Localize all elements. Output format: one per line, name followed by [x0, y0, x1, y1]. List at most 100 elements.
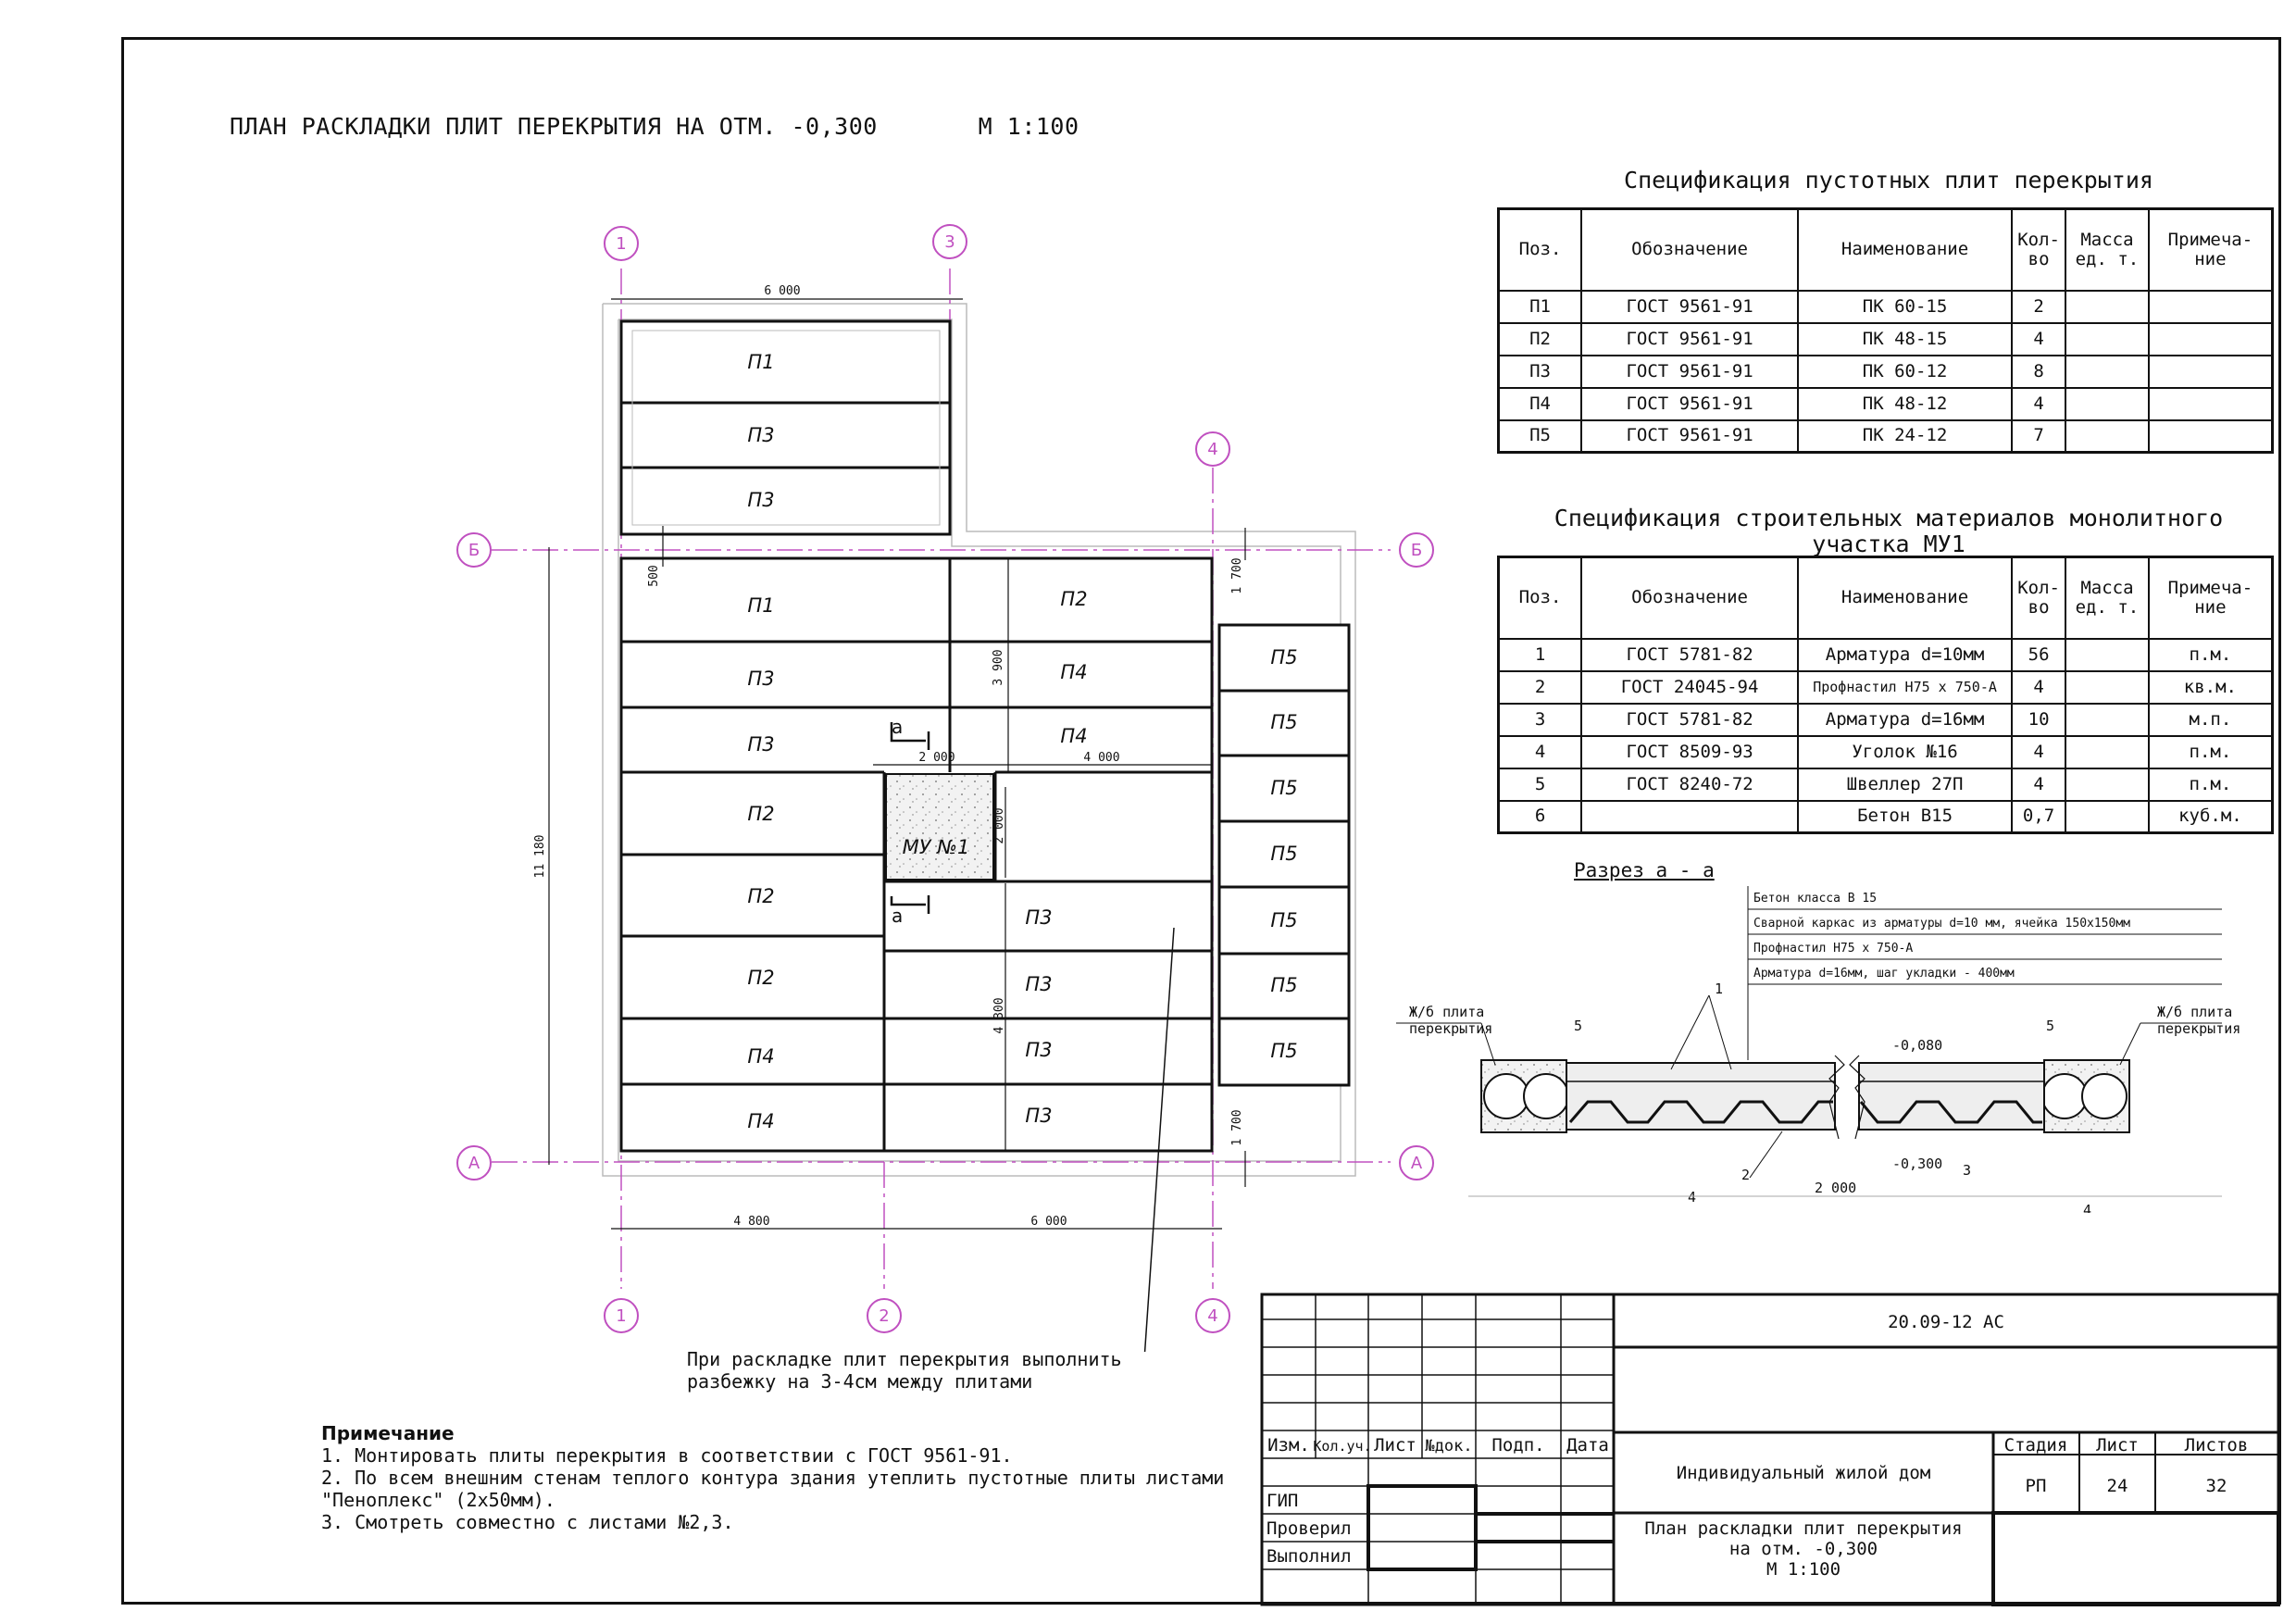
axis-3-top: [932, 224, 967, 259]
cell: 4: [2011, 669, 2067, 705]
cell: [2065, 637, 2150, 672]
cell: [2147, 418, 2274, 454]
slab-label: П5: [1270, 711, 1297, 733]
mark: 4: [1688, 1189, 1696, 1206]
cell: [2065, 289, 2150, 324]
axis-label: 3: [944, 232, 955, 252]
col-header: Масса ед. т.: [2065, 556, 2150, 640]
cell: [2065, 321, 2150, 356]
cell: 56: [2011, 637, 2067, 672]
cell: 3: [1497, 702, 1583, 737]
slab-label: П5: [1270, 909, 1297, 931]
slab-label: П5: [1270, 1040, 1297, 1062]
axis-label: 4: [1207, 440, 1217, 459]
slab-label: П5: [1270, 777, 1297, 799]
dim-label: 4 300: [992, 997, 1006, 1033]
cell: 4: [2011, 767, 2067, 802]
cell: Швеллер 27П: [1797, 767, 2014, 802]
layer-label: Профнастил Н75 х 750-А: [1753, 942, 1913, 956]
tb-col: Изм.: [1267, 1435, 1310, 1455]
dim-label: 6 000: [764, 284, 800, 298]
left-slab-label: Ж/б плита: [1409, 1004, 1484, 1020]
tb-col: Лист: [1374, 1435, 1416, 1455]
cell: ГОСТ 24045-94: [1580, 669, 1800, 705]
slab-label: П3: [747, 489, 774, 511]
dim-label: 4 000: [1083, 751, 1119, 765]
cell: [2065, 354, 2150, 389]
spec2-title-line2: участка МУ1: [1812, 531, 1965, 557]
tb-col: Дата: [1566, 1435, 1609, 1455]
dim-label: 3 900: [992, 649, 1005, 685]
cell: 8: [2011, 354, 2067, 389]
cell: 10: [2011, 702, 2067, 737]
cell: П5: [1497, 418, 1583, 454]
axis-4-bot: [1195, 1298, 1230, 1333]
note-item: 1. Монтировать плиты перекрытия в соотве…: [321, 1444, 1013, 1467]
slab-label: П4: [1060, 661, 1087, 683]
cell: ГОСТ 9561-91: [1580, 418, 1800, 454]
mark: 2: [1741, 1167, 1750, 1183]
cell: 4: [1497, 734, 1583, 769]
cell: ПК 24-12: [1797, 418, 2014, 454]
cell: ГОСТ 9561-91: [1580, 386, 1800, 421]
slab-label: П1: [747, 351, 774, 373]
callout-line: При раскладке плит перекрытия выполнить: [687, 1348, 1122, 1370]
cell: [2147, 289, 2274, 324]
col-header: Наименование: [1797, 207, 2014, 292]
axis-B-right: [1399, 532, 1434, 568]
section-title: Разрез а - а: [1574, 859, 1715, 881]
cell: [2147, 354, 2274, 389]
cell: [2065, 767, 2150, 802]
dim-label: 2 000: [992, 807, 1006, 843]
gip-label: ГИП: [1267, 1491, 1298, 1511]
notes: Примечание 1. Монтировать плиты перекрыт…: [321, 1422, 1224, 1533]
cell: ПК 60-12: [1797, 354, 2014, 389]
cell: 2: [1497, 669, 1583, 705]
cell: ГОСТ 5781-82: [1580, 637, 1800, 672]
layer-label: Арматура d=16мм, шаг укладки - 400мм: [1753, 967, 2015, 981]
axis-A-left: [456, 1145, 492, 1181]
cell: [2065, 799, 2150, 834]
cell: ПК 48-15: [1797, 321, 2014, 356]
cut-label: а: [892, 905, 903, 927]
cell: [2065, 702, 2150, 737]
sheets-value: 32: [2206, 1476, 2227, 1496]
dim-label: 6 000: [1030, 1215, 1067, 1229]
dim-label: 2 000: [918, 751, 955, 765]
cell: ГОСТ 9561-91: [1580, 289, 1800, 324]
cell: куб.м.: [2147, 799, 2274, 834]
cell: 2: [2011, 289, 2067, 324]
notes-title: Примечание: [321, 1422, 455, 1444]
slab-label: П5: [1270, 974, 1297, 996]
doc-code: 20.09-12 АС: [1888, 1312, 2004, 1332]
axis-label: 2: [879, 1306, 889, 1326]
slab-label: П3: [1025, 906, 1052, 929]
cell: 5: [1497, 767, 1583, 802]
cell: кв.м.: [2147, 669, 2274, 705]
col-header: Поз.: [1497, 207, 1583, 292]
axis-label: А: [468, 1154, 480, 1173]
cell: Бетон В15: [1797, 799, 2014, 834]
axis-1-bot: [604, 1298, 639, 1333]
cell: Арматура d=10мм: [1797, 637, 2014, 672]
dim-label: 11 180: [533, 835, 547, 879]
cell: [1580, 799, 1800, 834]
cell: ГОСТ 8509-93: [1580, 734, 1800, 769]
cell: п.м.: [2147, 637, 2274, 672]
mark: 3: [1963, 1162, 1971, 1179]
cell: ПК 60-15: [1797, 289, 2014, 324]
sheet-title: на отм. -0,300: [1729, 1539, 1878, 1559]
cell: ГОСТ 5781-82: [1580, 702, 1800, 737]
cell: 7: [2011, 418, 2067, 454]
axis-A-right: [1399, 1145, 1434, 1181]
note-item: 2. По всем внешним стенам теплого контур…: [321, 1467, 1225, 1489]
cell: 4: [2011, 734, 2067, 769]
monolithic-zone: [885, 773, 994, 881]
stage-value: РП: [2026, 1476, 2047, 1496]
cell: П2: [1497, 321, 1583, 356]
dim-label: 1 700: [1230, 557, 1244, 593]
sheets-header: Листов: [2185, 1435, 2249, 1455]
axis-label: Б: [1411, 541, 1422, 560]
col-header: Кол-во: [2011, 207, 2067, 292]
slab-label: П5: [1270, 646, 1297, 668]
